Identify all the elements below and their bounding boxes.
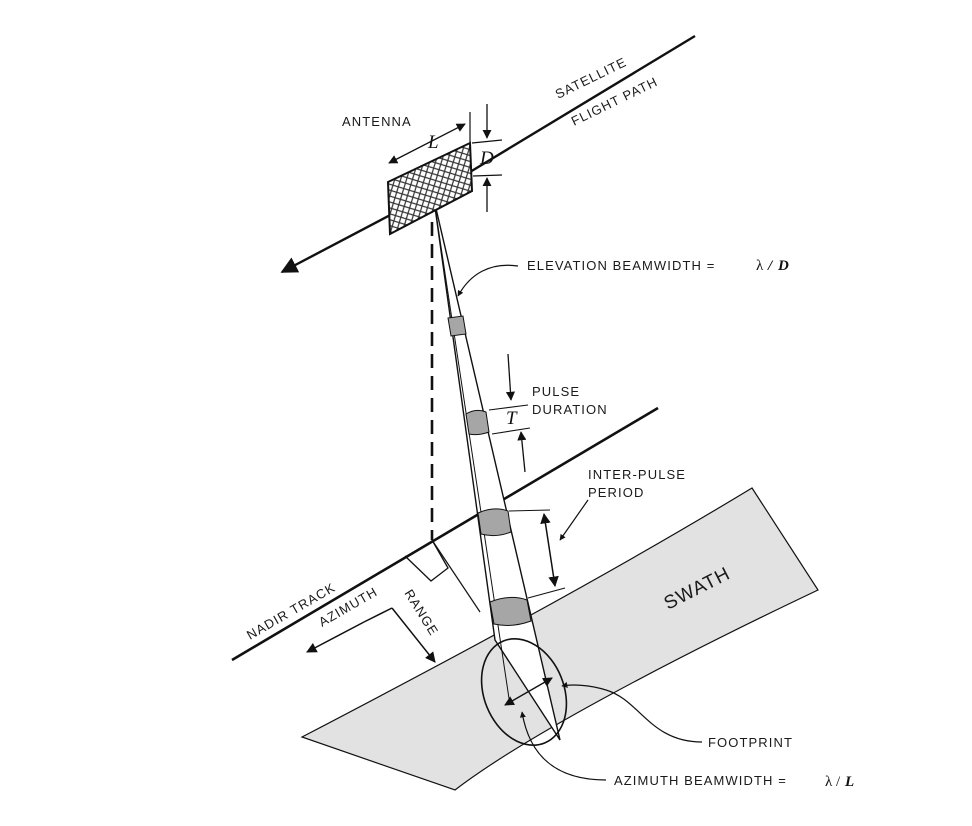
- azimuth-beamwidth-arrow: [504, 677, 553, 706]
- azimuth-formula-var: L: [844, 774, 854, 790]
- nadir-track-line: [231, 406, 659, 662]
- pulse-band-2: [465, 409, 490, 436]
- pulse-tick-top: [488, 404, 529, 411]
- pulse-band-1: [447, 315, 467, 337]
- right-angle-marker: [404, 539, 449, 582]
- label-range: RANGE: [401, 587, 441, 639]
- period-tick-bottom: [527, 587, 566, 599]
- range-arrow: [391, 607, 436, 663]
- azimuth-arrow: [306, 621, 365, 653]
- label-duration: DURATION: [532, 402, 608, 417]
- label-period: PERIOD: [588, 485, 644, 500]
- slant-line: [431, 539, 481, 613]
- elevation-formula-var: D: [777, 258, 789, 274]
- period-leader: [559, 499, 589, 541]
- label-pulse: PULSE: [532, 384, 580, 399]
- antenna-depth-tick-top: [471, 139, 503, 144]
- label-antenna: ANTENNA: [342, 114, 412, 129]
- azimuth-formula-slash: /: [836, 774, 841, 790]
- period-tick-top: [508, 509, 551, 512]
- label-elevation-beamwidth: ELEVATION BEAMWIDTH =: [527, 258, 715, 273]
- label-footprint: FOOTPRINT: [708, 735, 793, 750]
- azimuth-range-arrows: [363, 607, 393, 623]
- label-inter-pulse: INTER-PULSE: [588, 467, 686, 482]
- footprint-leader: [561, 682, 703, 743]
- pulse-band-3: [477, 508, 512, 537]
- antenna-length-arrow: [388, 123, 466, 164]
- label-L: L: [427, 132, 439, 153]
- label-T: T: [506, 408, 518, 429]
- elevation-formula-lambda: λ: [756, 258, 764, 274]
- flight-path-arrow: [280, 210, 397, 274]
- footprint-ellipse: [480, 638, 568, 746]
- label-azimuth-beamwidth: AZIMUTH BEAMWIDTH =: [614, 773, 787, 788]
- period-arrow: [540, 512, 559, 588]
- elevation-leader: [457, 264, 519, 297]
- elevation-formula-slash: /: [767, 258, 774, 274]
- azimuth-formula-lambda: λ: [825, 774, 833, 790]
- beam-center-line: [433, 199, 511, 706]
- antenna-depth-tick-bottom: [472, 174, 503, 177]
- flight-path-line: [469, 34, 696, 174]
- azimuth-beamwidth-leader: [519, 711, 607, 781]
- label-D: D: [479, 148, 494, 169]
- pulse-arrow-bottom: [517, 431, 527, 473]
- pulse-band-4: [489, 596, 532, 626]
- pulse-tick-bottom: [491, 427, 531, 435]
- pulse-arrow-top: [505, 353, 516, 401]
- swath-band: [300, 487, 819, 791]
